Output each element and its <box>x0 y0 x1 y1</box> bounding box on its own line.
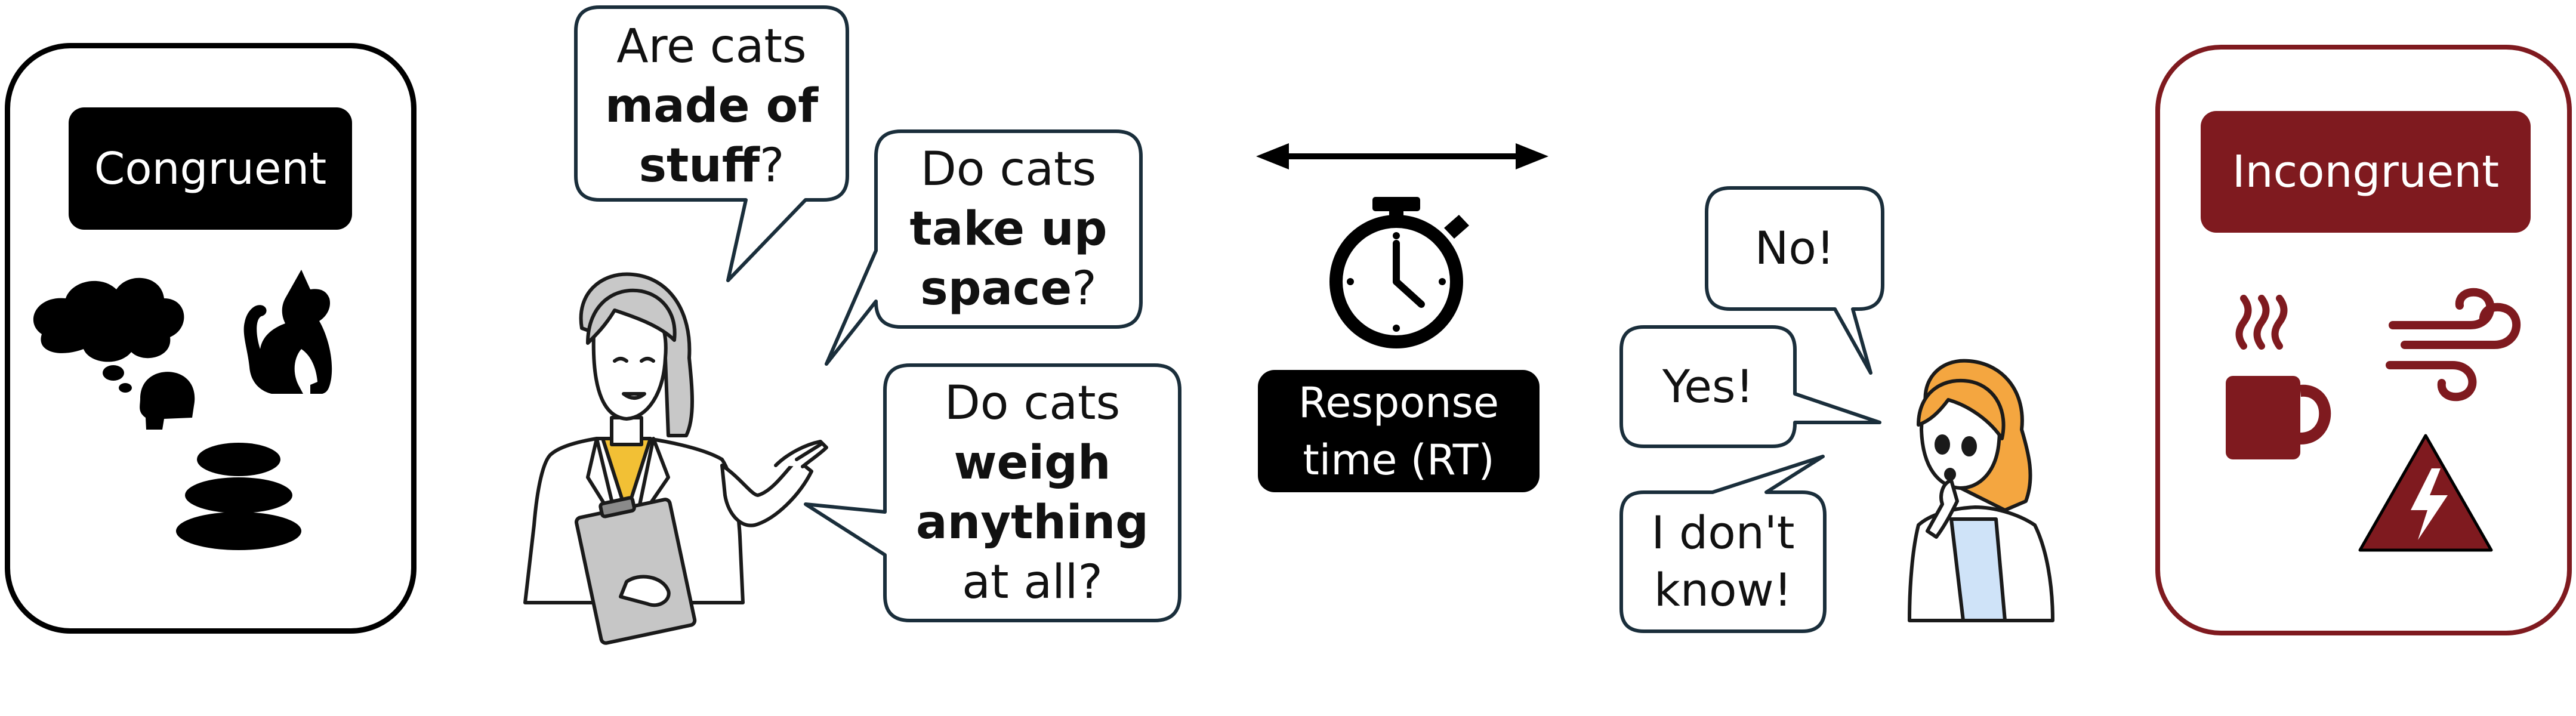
hot-mug-icon <box>2226 295 2331 459</box>
question-bubble-2 <box>825 129 1143 366</box>
answer-bubble-1 <box>1705 186 1884 375</box>
double-arrow-icon <box>1256 143 1548 169</box>
response-time-label: Response time (RT) <box>1258 370 1540 492</box>
answer-bubble-2 <box>1619 325 1881 448</box>
incongruent-label: Incongruent <box>2201 111 2531 233</box>
congruent-label: Congruent <box>69 107 352 230</box>
lightning-warning-icon <box>2358 434 2493 552</box>
answer-text-yes: Yes! <box>1662 360 1754 413</box>
wind-icon <box>2386 288 2521 402</box>
student-illustration <box>1908 359 2054 622</box>
stacked-stones-icon <box>176 443 301 550</box>
question-bubble-3 <box>804 363 1181 622</box>
question-text-2: Do cats take up space? <box>909 143 1107 316</box>
thinking-head-icon <box>33 277 195 430</box>
answer-bubble-3 <box>1619 455 1827 633</box>
answer-text-dont-know: I don't know! <box>1651 506 1795 616</box>
answer-text-no: No! <box>1754 221 1835 274</box>
stopwatch-icon <box>1329 197 1469 348</box>
question-text-1: Are cats made of stuff? <box>604 20 819 193</box>
question-bubble-1 <box>574 5 849 282</box>
cat-icon <box>243 270 332 394</box>
question-text-3: Do cats weigh anything at all? <box>916 376 1149 609</box>
teacher-illustration <box>523 272 828 645</box>
